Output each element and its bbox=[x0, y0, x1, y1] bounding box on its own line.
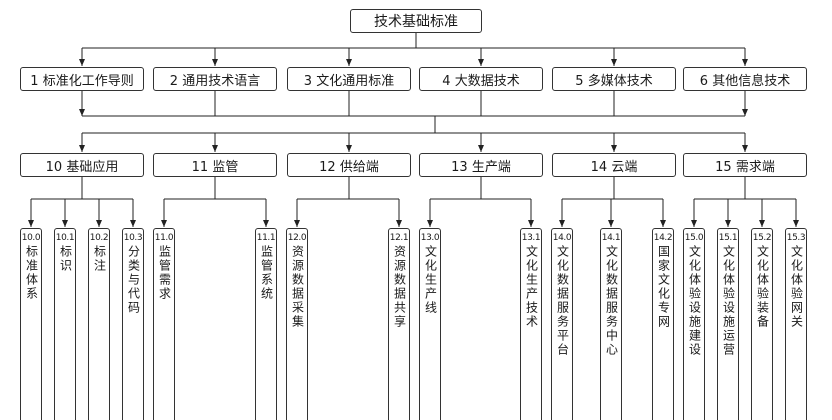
group-13: 13 生产端 bbox=[419, 153, 543, 177]
leaf-14-1: 14.1 文化数据服务中心 bbox=[600, 228, 622, 420]
leaf-number: 14.0 bbox=[552, 233, 572, 243]
leaf-14-0: 14.0 文化数据服务平台 bbox=[551, 228, 573, 420]
group-12: 12 供给端 bbox=[287, 153, 411, 177]
leaf-10-0: 10.0 标准体系 bbox=[20, 228, 42, 420]
root-node: 技术基础标准 bbox=[350, 9, 482, 33]
leaf-text: 文化生产技术 bbox=[524, 245, 539, 329]
category-3: 3 文化通用标准 bbox=[287, 67, 411, 91]
leaf-12-1: 12.1 资源数据共享 bbox=[388, 228, 410, 420]
leaf-number: 10.2 bbox=[89, 233, 109, 243]
leaf-text: 文化体验网关 bbox=[789, 245, 804, 329]
leaf-12-0: 12.0 资源数据采集 bbox=[286, 228, 308, 420]
leaf-number: 15.0 bbox=[684, 233, 704, 243]
leaf-15-1: 15.1 文化体验设施运营 bbox=[717, 228, 739, 420]
group-14-label: 14 云端 bbox=[590, 159, 638, 175]
root-label: 技术基础标准 bbox=[374, 14, 458, 30]
leaf-11-0: 11.0 监管需求 bbox=[153, 228, 175, 420]
leaf-number: 14.1 bbox=[601, 233, 621, 243]
leaf-14-2: 14.2 国家文化专网 bbox=[652, 228, 674, 420]
category-2: 2 通用技术语言 bbox=[153, 67, 277, 91]
group-11-label: 11 监管 bbox=[191, 159, 239, 175]
leaf-number: 11.0 bbox=[154, 233, 174, 243]
category-4: 4 大数据技术 bbox=[419, 67, 543, 91]
leaf-number: 14.2 bbox=[653, 233, 673, 243]
category-5-label: 5 多媒体技术 bbox=[575, 73, 653, 89]
group-10: 10 基础应用 bbox=[20, 153, 144, 177]
leaf-text: 标识 bbox=[58, 245, 73, 273]
group-10-label: 10 基础应用 bbox=[45, 159, 119, 175]
leaf-number: 12.1 bbox=[389, 233, 409, 243]
leaf-text: 资源数据共享 bbox=[392, 245, 407, 329]
leaf-number: 13.1 bbox=[521, 233, 541, 243]
group-11: 11 监管 bbox=[153, 153, 277, 177]
leaf-text: 文化数据服务中心 bbox=[604, 245, 619, 357]
category-2-label: 2 通用技术语言 bbox=[169, 73, 261, 89]
leaf-text: 监管系统 bbox=[259, 245, 274, 301]
leaf-number: 10.3 bbox=[123, 233, 143, 243]
group-15-label: 15 需求端 bbox=[715, 159, 775, 175]
category-6-label: 6 其他信息技术 bbox=[699, 73, 791, 89]
category-5: 5 多媒体技术 bbox=[552, 67, 676, 91]
leaf-number: 15.2 bbox=[752, 233, 772, 243]
leaf-text: 资源数据采集 bbox=[290, 245, 305, 329]
leaf-text: 标准体系 bbox=[24, 245, 39, 301]
leaf-number: 12.0 bbox=[287, 233, 307, 243]
leaf-number: 15.3 bbox=[786, 233, 806, 243]
category-4-label: 4 大数据技术 bbox=[442, 73, 520, 89]
leaf-15-0: 15.0 文化体验设施建设 bbox=[683, 228, 705, 420]
leaf-11-1: 11.1 监管系统 bbox=[255, 228, 277, 420]
leaf-13-1: 13.1 文化生产技术 bbox=[520, 228, 542, 420]
category-1-label: 1 标准化工作导则 bbox=[30, 73, 134, 89]
group-14: 14 云端 bbox=[552, 153, 676, 177]
leaf-13-0: 13.0 文化生产线 bbox=[419, 228, 441, 420]
leaf-10-3: 10.3 分类与代码 bbox=[122, 228, 144, 420]
group-12-label: 12 供给端 bbox=[319, 159, 379, 175]
leaf-15-3: 15.3 文化体验网关 bbox=[785, 228, 807, 420]
leaf-10-2: 10.2 标注 bbox=[88, 228, 110, 420]
leaf-text: 文化生产线 bbox=[423, 245, 438, 315]
leaf-text: 文化数据服务平台 bbox=[555, 245, 570, 357]
category-1: 1 标准化工作导则 bbox=[20, 67, 144, 91]
leaf-number: 10.1 bbox=[55, 233, 75, 243]
leaf-15-2: 15.2 文化体验装备 bbox=[751, 228, 773, 420]
leaf-text: 分类与代码 bbox=[126, 245, 141, 315]
group-13-label: 13 生产端 bbox=[451, 159, 511, 175]
leaf-text: 标注 bbox=[92, 245, 107, 273]
leaf-text: 监管需求 bbox=[157, 245, 172, 301]
leaf-text: 文化体验设施建设 bbox=[687, 245, 702, 357]
leaf-number: 10.0 bbox=[21, 233, 41, 243]
leaf-text: 国家文化专网 bbox=[656, 245, 671, 329]
leaf-text: 文化体验装备 bbox=[755, 245, 770, 329]
leaf-number: 15.1 bbox=[718, 233, 738, 243]
group-15: 15 需求端 bbox=[683, 153, 807, 177]
leaf-10-1: 10.1 标识 bbox=[54, 228, 76, 420]
leaf-number: 13.0 bbox=[420, 233, 440, 243]
category-6: 6 其他信息技术 bbox=[683, 67, 807, 91]
leaf-text: 文化体验设施运营 bbox=[721, 245, 736, 357]
category-3-label: 3 文化通用标准 bbox=[303, 73, 395, 89]
leaf-number: 11.1 bbox=[256, 233, 276, 243]
